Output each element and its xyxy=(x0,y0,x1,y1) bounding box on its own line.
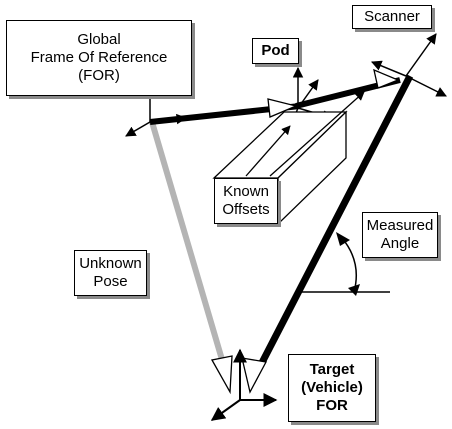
link-arrowhead-scanner xyxy=(373,68,400,89)
link-arrowhead-pod xyxy=(267,98,299,118)
pod-label: Pod xyxy=(261,41,290,59)
angle-arrowhead-top xyxy=(336,232,350,246)
measured-angle-label: Measured Angle xyxy=(366,216,434,252)
link-arrowhead-target-black xyxy=(241,357,267,394)
target-frame-axes xyxy=(210,348,278,421)
unknown-pose-label-box: Unknown Pose xyxy=(74,250,147,296)
scanner-beam-link xyxy=(248,74,414,384)
link-arrowhead-target-gray xyxy=(210,355,233,395)
target-frame-label: Target (Vehicle) FOR xyxy=(301,360,363,415)
global-frame-label-box: Global Frame Of Reference (FOR) xyxy=(6,20,192,96)
measured-angle-label-box: Measured Angle xyxy=(362,212,438,258)
scanner-label: Scanner xyxy=(364,7,420,25)
global-frame-label: Global Frame Of Reference (FOR) xyxy=(30,30,168,85)
known-offsets-label: Known Offsets xyxy=(222,182,270,218)
scanner-label-box: Scanner xyxy=(352,5,432,29)
known-offsets-pointers xyxy=(245,91,365,177)
target-frame-label-box: Target (Vehicle) FOR xyxy=(288,354,376,422)
measured-angle-arc xyxy=(341,237,357,293)
known-offsets-label-box: Known Offsets xyxy=(214,178,278,224)
angle-arrowhead-bottom xyxy=(348,284,360,296)
scanner-frame-axes xyxy=(371,33,447,97)
unknown-pose-link xyxy=(149,121,231,381)
pod-label-box: Pod xyxy=(252,38,299,64)
unknown-pose-label: Unknown Pose xyxy=(79,254,142,290)
